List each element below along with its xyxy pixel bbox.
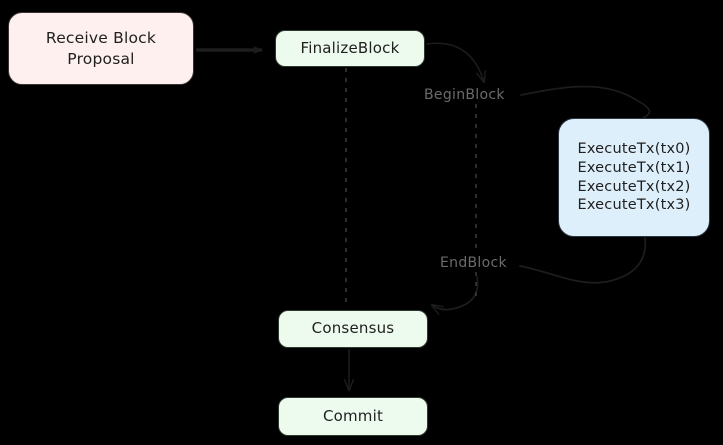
node-label-line: Receive Block: [45, 29, 157, 48]
node-label-line: ExecuteTx(tx1): [577, 159, 691, 176]
edge-finalize-to-beginblock: [426, 42, 484, 82]
node-consensus[interactable]: Consensus: [278, 310, 428, 348]
node-receive-block-proposal[interactable]: Receive Block Proposal: [8, 12, 194, 85]
node-label-line: Consensus: [311, 319, 395, 338]
node-label-line: ExecuteTx(tx3): [577, 197, 691, 214]
node-label-line: ExecuteTx(tx2): [577, 178, 691, 195]
edge-endblock-to-consensus: [432, 276, 479, 310]
node-label-line: ExecuteTx(tx0): [577, 140, 691, 157]
edge-label-end-block: EndBlock: [440, 255, 507, 271]
edge-executetx-to-endblock: [519, 237, 647, 284]
node-label-line: FinalizeBlock: [300, 38, 400, 57]
node-commit[interactable]: Commit: [278, 397, 428, 436]
node-label-line: Commit: [322, 406, 384, 425]
node-finalize-block[interactable]: FinalizeBlock: [275, 30, 425, 67]
node-execute-tx[interactable]: ExecuteTx(tx0) ExecuteTx(tx1) ExecuteTx(…: [558, 118, 710, 237]
node-label-line: Proposal: [67, 49, 135, 68]
edge-beginblock-to-executetx: [520, 85, 651, 119]
edge-label-begin-block: BeginBlock: [424, 87, 505, 103]
